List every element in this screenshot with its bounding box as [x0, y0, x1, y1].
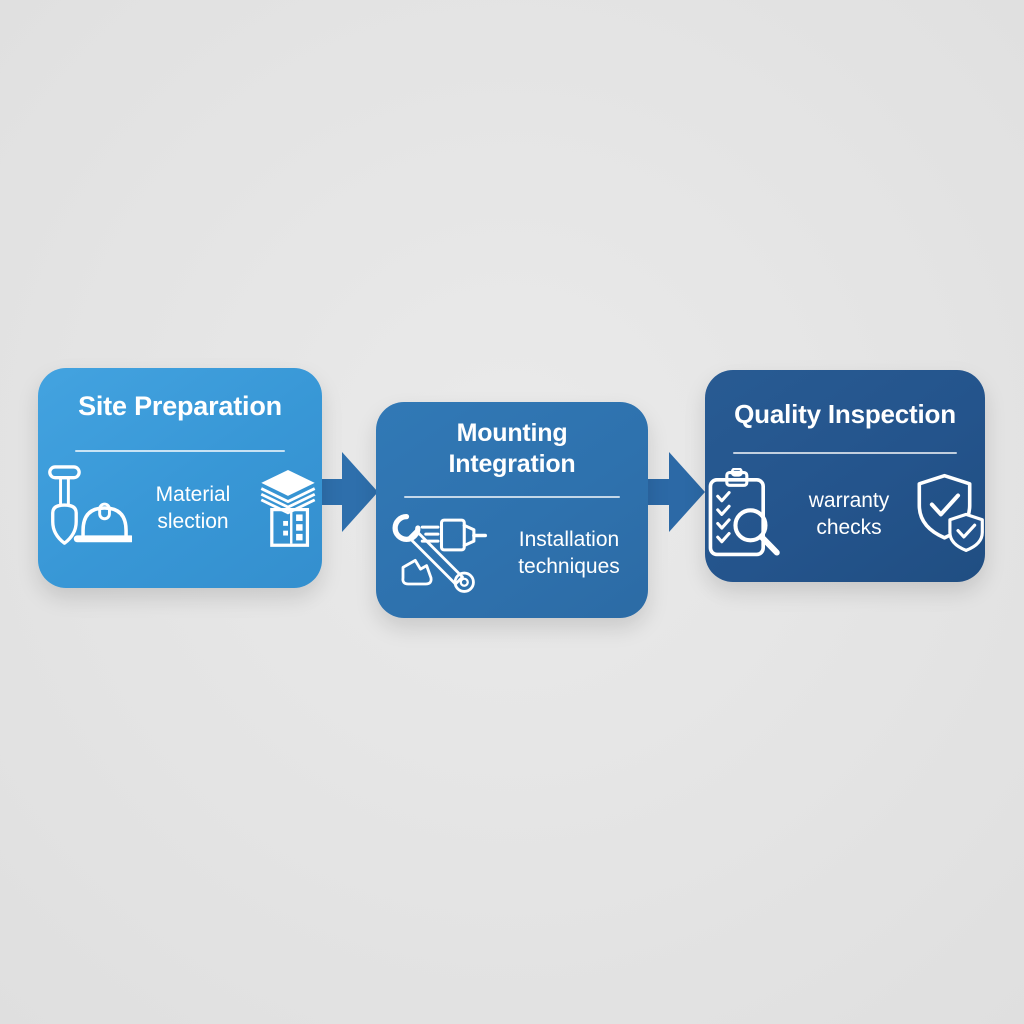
step-site-preparation: Site Preparation Material slection [38, 368, 322, 588]
step-subtitle: warranty checks [808, 488, 890, 539]
step-content: Material slection [38, 464, 322, 552]
step-content: warranty checks [705, 468, 985, 559]
material-stack-icon [254, 467, 322, 549]
step-title: Quality Inspection [734, 399, 956, 429]
step-content: Installation techniques [389, 506, 635, 599]
step-title: Mounting Integration [448, 419, 576, 478]
step-subtitle: Installation techniques [518, 527, 620, 578]
shovel-hardhat-icon [38, 464, 132, 552]
divider [75, 450, 285, 452]
wrench-drill-icon [389, 506, 487, 599]
arrow-right-icon [316, 452, 378, 532]
divider [733, 452, 957, 454]
shield-check-icon [913, 472, 985, 555]
step-quality-inspection: Quality Inspection [705, 370, 985, 582]
step-subtitle: Material slection [155, 483, 231, 533]
step-title: Site Preparation [78, 391, 282, 421]
divider [404, 496, 620, 498]
arrow-right-icon [643, 452, 705, 532]
clipboard-magnifier-icon [705, 468, 785, 559]
step-mounting-integration: Mounting Integration [376, 402, 648, 618]
